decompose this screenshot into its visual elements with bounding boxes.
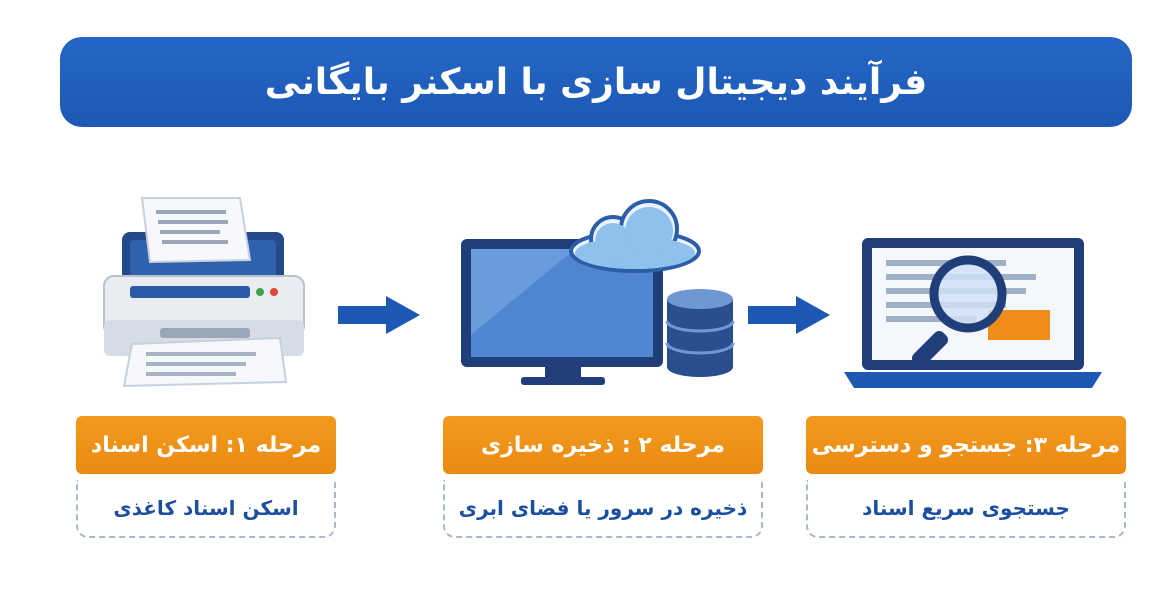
arrow-right-icon <box>338 296 420 334</box>
printer-scanner-icon <box>103 197 305 388</box>
step-2-description-text: ذخیره در سرور یا فضای ابری <box>458 496 748 520</box>
step-3-heading: مرحله ۳: جستجو و دسترسی <box>806 416 1126 474</box>
step-2-heading: مرحله ۲ : ذخیره سازی <box>443 416 763 474</box>
step-2-heading-text: مرحله ۲ : ذخیره سازی <box>481 432 725 458</box>
step-1-description: اسکن اسناد کاغذی <box>76 480 336 538</box>
step-3-heading-text: مرحله ۳: جستجو و دسترسی <box>811 432 1121 458</box>
step-1-heading-text: مرحله ۱: اسکن اسناد <box>90 432 322 458</box>
step-2-description: ذخیره در سرور یا فضای ابری <box>443 480 763 538</box>
arrow-right-icon <box>748 296 830 334</box>
page-title: فرآیند دیجیتال سازی با اسکنر بایگانی <box>264 61 928 103</box>
title-banner: فرآیند دیجیتال سازی با اسکنر بایگانی <box>60 37 1132 127</box>
laptop-magnifier-icon <box>844 238 1102 388</box>
step-1-description-text: اسکن اسناد کاغذی <box>113 496 299 520</box>
step-3-description: جستجوی سریع اسناد <box>806 480 1126 538</box>
monitor-cloud-database-icon <box>461 199 735 385</box>
step-1-heading: مرحله ۱: اسکن اسناد <box>76 416 336 474</box>
step-3-description-text: جستجوی سریع اسناد <box>862 496 1070 520</box>
